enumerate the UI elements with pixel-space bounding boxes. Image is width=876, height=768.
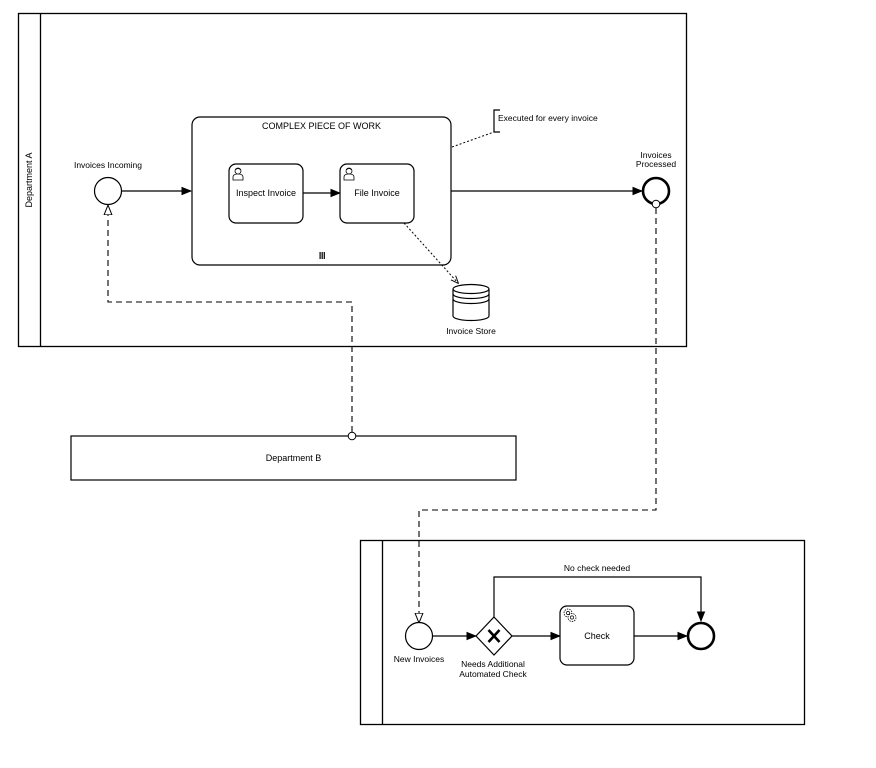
flow-label-no-check-needed: No check needed bbox=[564, 563, 630, 573]
task-file-invoice[interactable]: File Invoice bbox=[339, 163, 415, 224]
task-label: Check bbox=[584, 631, 610, 641]
message-flow-processed-to-new-invoices[interactable] bbox=[419, 199, 661, 622]
task-label: File Invoice bbox=[354, 188, 400, 198]
data-store-label: Invoice Store bbox=[446, 326, 496, 336]
exclusive-gateway-needs-check[interactable]: Needs Additional Automated Check bbox=[459, 616, 528, 679]
start-event-label: Invoices Incoming bbox=[74, 160, 142, 170]
exclusive-x-icon bbox=[487, 629, 501, 643]
gateway-label-line1: Needs Additional bbox=[461, 659, 525, 669]
task-check[interactable]: Check bbox=[559, 605, 635, 666]
data-store-invoice-store[interactable]: Invoice Store bbox=[446, 283, 496, 337]
pool-label-department-a: Department A bbox=[24, 152, 34, 207]
data-association-file-to-store[interactable] bbox=[403, 222, 458, 283]
multi-instance-marker-icon bbox=[319, 252, 325, 259]
user-icon bbox=[343, 167, 355, 181]
start-event-new-invoices[interactable]: New Invoices bbox=[394, 621, 445, 665]
gateway-label-line2: Automated Check bbox=[459, 669, 527, 679]
gear-icon bbox=[563, 608, 577, 622]
end-event-bottom[interactable] bbox=[686, 621, 716, 651]
pool-department-b[interactable]: Department B bbox=[70, 435, 517, 481]
start-event-invoices-incoming[interactable]: Invoices Incoming bbox=[74, 160, 142, 206]
association-annotation[interactable] bbox=[451, 131, 495, 148]
message-flow-department-b-to-invoices-incoming[interactable] bbox=[108, 206, 357, 441]
end-event-label-line2: Processed bbox=[636, 159, 676, 169]
annotation-text: Executed for every invoice bbox=[498, 113, 598, 123]
pool-label-department-b: Department B bbox=[266, 453, 322, 463]
end-event-label-line1: Invoices bbox=[640, 150, 671, 160]
text-annotation[interactable]: Executed for every invoice bbox=[493, 109, 598, 133]
sequence-flow-no-check-needed[interactable]: No check needed bbox=[493, 563, 706, 623]
subprocess-complex-piece-of-work[interactable]: COMPLEX PIECE OF WORK bbox=[191, 116, 452, 266]
task-label: Inspect Invoice bbox=[236, 188, 296, 198]
user-icon bbox=[232, 167, 244, 181]
task-inspect-invoice[interactable]: Inspect Invoice bbox=[228, 163, 304, 224]
subprocess-title: COMPLEX PIECE OF WORK bbox=[262, 121, 381, 131]
start-event-label: New Invoices bbox=[394, 654, 445, 664]
